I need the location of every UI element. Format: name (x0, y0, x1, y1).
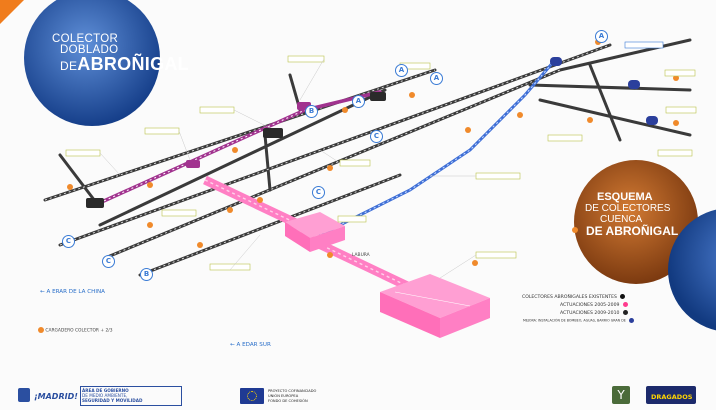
footer-project-line-1: PROYECTO COFINANCIADO (268, 389, 317, 393)
labura-label: LABURA (352, 253, 370, 258)
title-line-3: DEABROÑIGAL (60, 54, 189, 75)
destination-china: ← A ERAR DE LA CHINA (40, 289, 105, 295)
line-letter-badge: A (352, 95, 365, 108)
corner-disc (668, 209, 716, 331)
legend-item: COLECTORES ABROÑIGALES EXISTENTES (522, 294, 626, 300)
destination-sur-label: A EDAR SUR (236, 342, 271, 348)
legend-swatch (622, 310, 628, 315)
line-letter-badge: C (312, 186, 325, 199)
title-line-3-main: ABROÑIGAL (77, 54, 189, 74)
line-letter-badge: A (395, 64, 408, 77)
gate-note-label: CARGADERO COLECTOR + 2/3 (45, 328, 113, 334)
legend-item: ACTUACIONES 2009-2010 (560, 310, 628, 316)
dragados-logo-icon (646, 386, 696, 404)
legend-label: MEJORA: INSTALACIÓN DE BOMBEO, AGUAS, BA… (523, 318, 626, 323)
tag-leaders (99, 58, 477, 279)
y-logo-icon: Y (612, 386, 630, 404)
junction-blocks (86, 57, 658, 208)
legend-swatch (620, 294, 626, 299)
title-disc (24, 0, 160, 126)
footer-area-line-3: SEGURIDAD Y MOVILIDAD (82, 398, 143, 403)
scheme-line-1: ESQUEMA (597, 191, 653, 203)
line-letter-badge: B (305, 105, 318, 118)
gate-note-icon (38, 327, 44, 333)
footer-project-line-2: UNIÓN EUROPEA (268, 394, 299, 398)
scheme-disc (574, 160, 698, 284)
line-letter-badge: C (102, 255, 115, 268)
legend-label: ACTUACIONES 2009-2010 (560, 311, 620, 316)
orange-nodes (67, 39, 679, 266)
destination-china-label: A ERAR DE LA CHINA (46, 289, 106, 295)
line-letter-badge: C (370, 130, 383, 143)
legend-item: MEJORA: INSTALACIÓN DE BOMBEO, AGUAS, BA… (523, 318, 634, 323)
pink-collector-dash (204, 179, 421, 293)
eu-flag-icon (240, 388, 264, 404)
line-letter-badge: A (595, 30, 608, 43)
footer-area-line-2: DE MEDIO AMBIENTE, (82, 393, 128, 398)
destination-sur: ← A EDAR SUR (230, 342, 271, 348)
pink-tank-large (380, 274, 490, 338)
footer-project-line-3: FONDO DE COHESIÓN (268, 399, 308, 403)
footer-area-line-1: ÁREA DE GOBIERNO (82, 388, 129, 393)
direction-arrow-icon: ← (40, 289, 45, 295)
purple-collector-dash (94, 109, 306, 206)
footer-dragados: DRAGADOS (651, 393, 693, 401)
madrid-logo-icon (18, 388, 30, 402)
legend-label: COLECTORES ABROÑIGALES EXISTENTES (522, 295, 617, 300)
title-line-3-prefix: DE (60, 59, 78, 73)
legend-swatch (622, 302, 628, 307)
footer-area-box (80, 386, 182, 406)
legend-label: ACTUACIONES 2005-2009 (560, 303, 620, 308)
blue-collector-dash (319, 59, 556, 236)
scheme-line-4: DE ABROÑIGAL (586, 224, 679, 238)
title-line-2: DOBLADO (60, 44, 119, 56)
pink-tank-small (285, 212, 345, 252)
line-letter-badge: B (140, 268, 153, 281)
orange-corner-triangle (0, 0, 24, 24)
scheme-line-2: DE COLECTORES (585, 203, 671, 214)
label-tags (65, 41, 697, 271)
gate-note: CARGADERO COLECTOR + 2/3 (38, 327, 113, 334)
line-letter-badge: A (430, 72, 443, 85)
title-line-1: COLECTOR (52, 33, 119, 45)
legend-item: ACTUACIONES 2005-2009 (560, 302, 628, 308)
legend-swatch (628, 318, 634, 323)
direction-arrow-icon: ← (230, 342, 235, 348)
scheme-line-3: CUENCA (600, 214, 643, 225)
footer-madrid: ¡MADRID! (34, 392, 78, 401)
line-letter-badge: C (62, 235, 75, 248)
existing-collectors-dash (44, 44, 611, 276)
